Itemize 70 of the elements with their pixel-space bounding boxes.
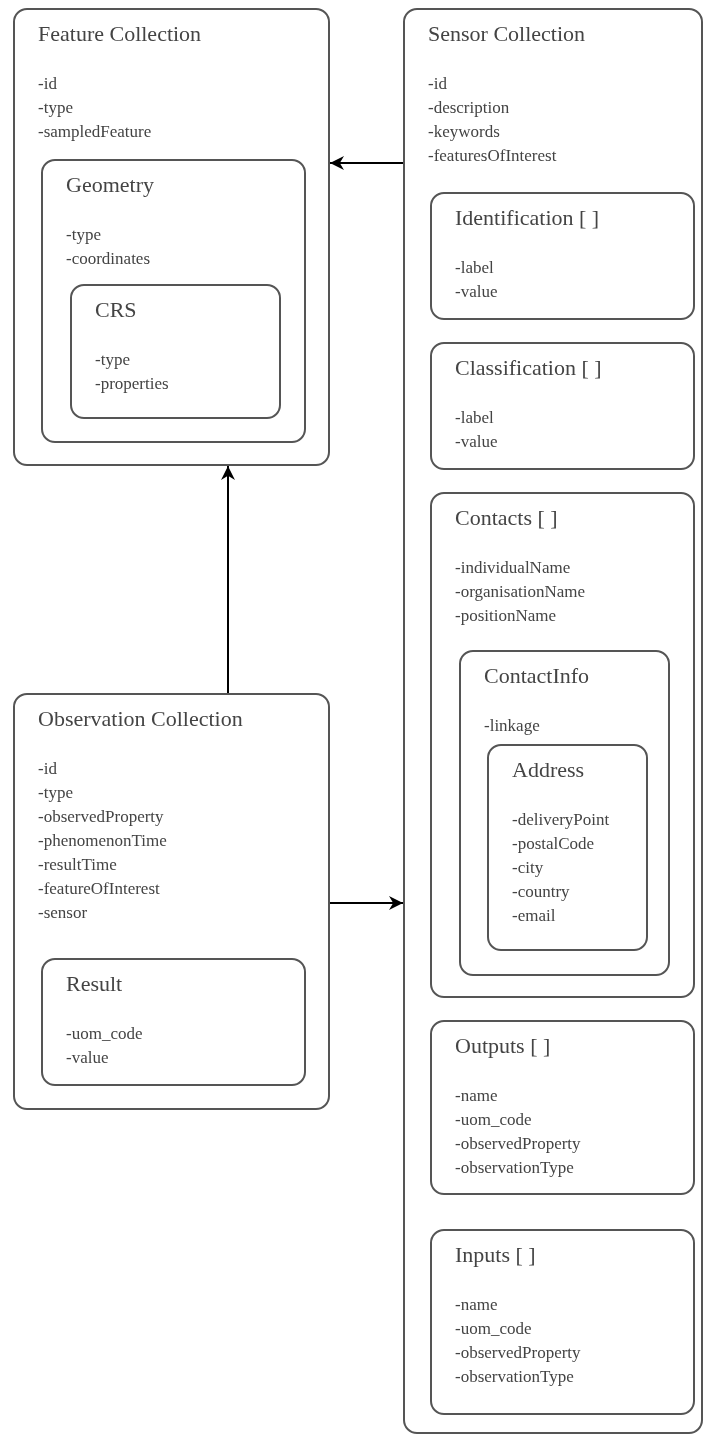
class-box [459,650,670,976]
attribute-text: -observedProperty [38,807,164,827]
attribute-text: -keywords [428,122,500,142]
attribute-text: -id [38,759,57,779]
class-box [41,958,306,1086]
attribute-text: -deliveryPoint [512,810,610,830]
attribute-text: -email [512,906,556,926]
class-title: Result [66,970,123,998]
attribute-text: -description [428,98,510,118]
class-title: Observation Collection [38,705,243,733]
attribute-text: -sensor [38,903,88,923]
attribute-text: -resultTime [38,855,117,875]
class-title: ContactInfo [484,662,590,690]
class-title: Address [512,756,585,784]
attribute-text: -value [66,1048,109,1068]
class-box [430,1229,695,1415]
class-title: Contacts [ ] [455,504,558,532]
class-title: Sensor Collection [428,20,586,48]
attribute-text: -observationType [455,1158,574,1178]
attribute-text: -properties [95,374,169,394]
class-box [70,284,281,419]
attribute-text: -postalCode [512,834,595,854]
attribute-text: -type [95,350,130,370]
arrow [329,896,404,910]
attribute-text: -type [38,98,73,118]
attribute-text: -country [512,882,570,902]
attribute-text: -positionName [455,606,557,626]
class-box [430,342,695,470]
attribute-text: -observedProperty [455,1343,581,1363]
class-title: Inputs [ ] [455,1241,536,1269]
attribute-text: -value [455,282,498,302]
attribute-text: -sampledFeature [38,122,152,142]
class-box [487,744,648,951]
class-box [403,8,703,1434]
attribute-text: -type [66,225,101,245]
class-title: Outputs [ ] [455,1032,551,1060]
attribute-text: -label [455,258,494,278]
class-box [430,192,695,320]
attribute-text: -uom_code [455,1110,532,1130]
attribute-text: -observedProperty [455,1134,581,1154]
attribute-text: -name [455,1295,498,1315]
arrow [221,465,235,694]
attribute-text: -name [455,1086,498,1106]
class-box [13,8,330,466]
attribute-text: -coordinates [66,249,151,269]
attribute-text: -type [38,783,73,803]
attribute-text: -uom_code [66,1024,143,1044]
attribute-text: -id [38,74,57,94]
class-box [430,492,695,998]
attribute-text: -observationType [455,1367,574,1387]
attribute-text: -individualName [455,558,571,578]
attribute-text: -id [428,74,447,94]
attribute-text: -uom_code [455,1319,532,1339]
class-title: Geometry [66,171,154,199]
attribute-text: -featuresOfInterest [428,146,557,166]
arrow [329,156,404,170]
attribute-text: -phenomenonTime [38,831,167,851]
class-title: CRS [95,296,137,324]
class-box [41,159,306,443]
attribute-text: -featureOfInterest [38,879,160,899]
class-box [13,693,330,1110]
attribute-text: -linkage [484,716,540,736]
class-title: Identification [ ] [455,204,600,232]
class-box [430,1020,695,1195]
class-title: Feature Collection [38,20,202,48]
attribute-text: -label [455,408,494,428]
attribute-text: -city [512,858,544,878]
class-title: Classification [ ] [455,354,602,382]
attribute-text: -value [455,432,498,452]
attribute-text: -organisationName [455,582,585,602]
